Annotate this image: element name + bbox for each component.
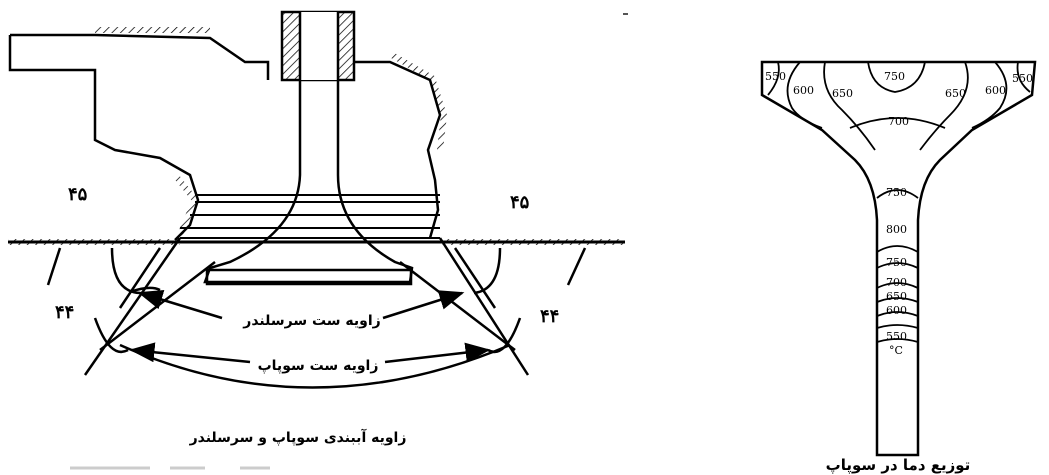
angle-45-left-label: ۴۵ <box>68 184 88 205</box>
iso-stem-800: 800 <box>886 223 907 236</box>
cylinder-head-right <box>355 52 448 239</box>
valve-seat-diagram: ۴۵ ۴۵ ۴۴ ۴۴ زاویه ست سرسلندر زاویه ست سو… <box>8 10 625 470</box>
iso-head-550-right: 550 <box>1012 72 1033 85</box>
iso-stem-750: 750 <box>886 256 907 269</box>
iso-stem-600: 600 <box>886 304 907 317</box>
label-arrows <box>129 289 491 364</box>
iso-head-650-right: 650 <box>945 87 966 100</box>
valve-temperature-diagram: 550 600 650 750 650 600 550 700 750 800 … <box>760 60 1037 475</box>
iso-stem-700: 700 <box>886 276 907 289</box>
valve-head <box>203 174 414 286</box>
isotherm-lines-stem <box>876 189 919 343</box>
seat-angle-label: زاویه ست سرسلندر <box>242 313 380 329</box>
valve-angle-label: زاویه ست سوپاپ <box>258 358 379 374</box>
valve-guide <box>280 10 356 82</box>
iso-head-750: 750 <box>884 70 905 83</box>
valve-stem <box>298 12 340 175</box>
angle-45-right-label: ۴۵ <box>510 192 530 213</box>
angle-44-left-label: ۴۴ <box>55 302 74 323</box>
cylinder-head-left <box>8 27 270 241</box>
iso-stem-550: 550 <box>886 330 907 343</box>
port-lines <box>180 194 440 239</box>
unit-label: °C <box>889 344 903 357</box>
iso-head-650-left: 650 <box>832 87 853 100</box>
valve-outline <box>760 60 1037 457</box>
angle-44-right-label: ۴۴ <box>540 306 559 327</box>
iso-head-600-left: 600 <box>793 84 814 97</box>
left-caption: زاویه آببندی سوپاپ و سرسلندر <box>189 428 407 446</box>
isotherm-lines-head <box>767 61 1031 151</box>
iso-stem-650: 650 <box>886 290 907 303</box>
iso-head-700: 700 <box>888 115 909 128</box>
iso-head-550-left: 550 <box>765 70 786 83</box>
iso-head-600-right: 600 <box>985 84 1006 97</box>
right-caption: توزیع دما در سوپاپ <box>826 456 971 475</box>
iso-stem-750-top: 750 <box>886 186 907 199</box>
